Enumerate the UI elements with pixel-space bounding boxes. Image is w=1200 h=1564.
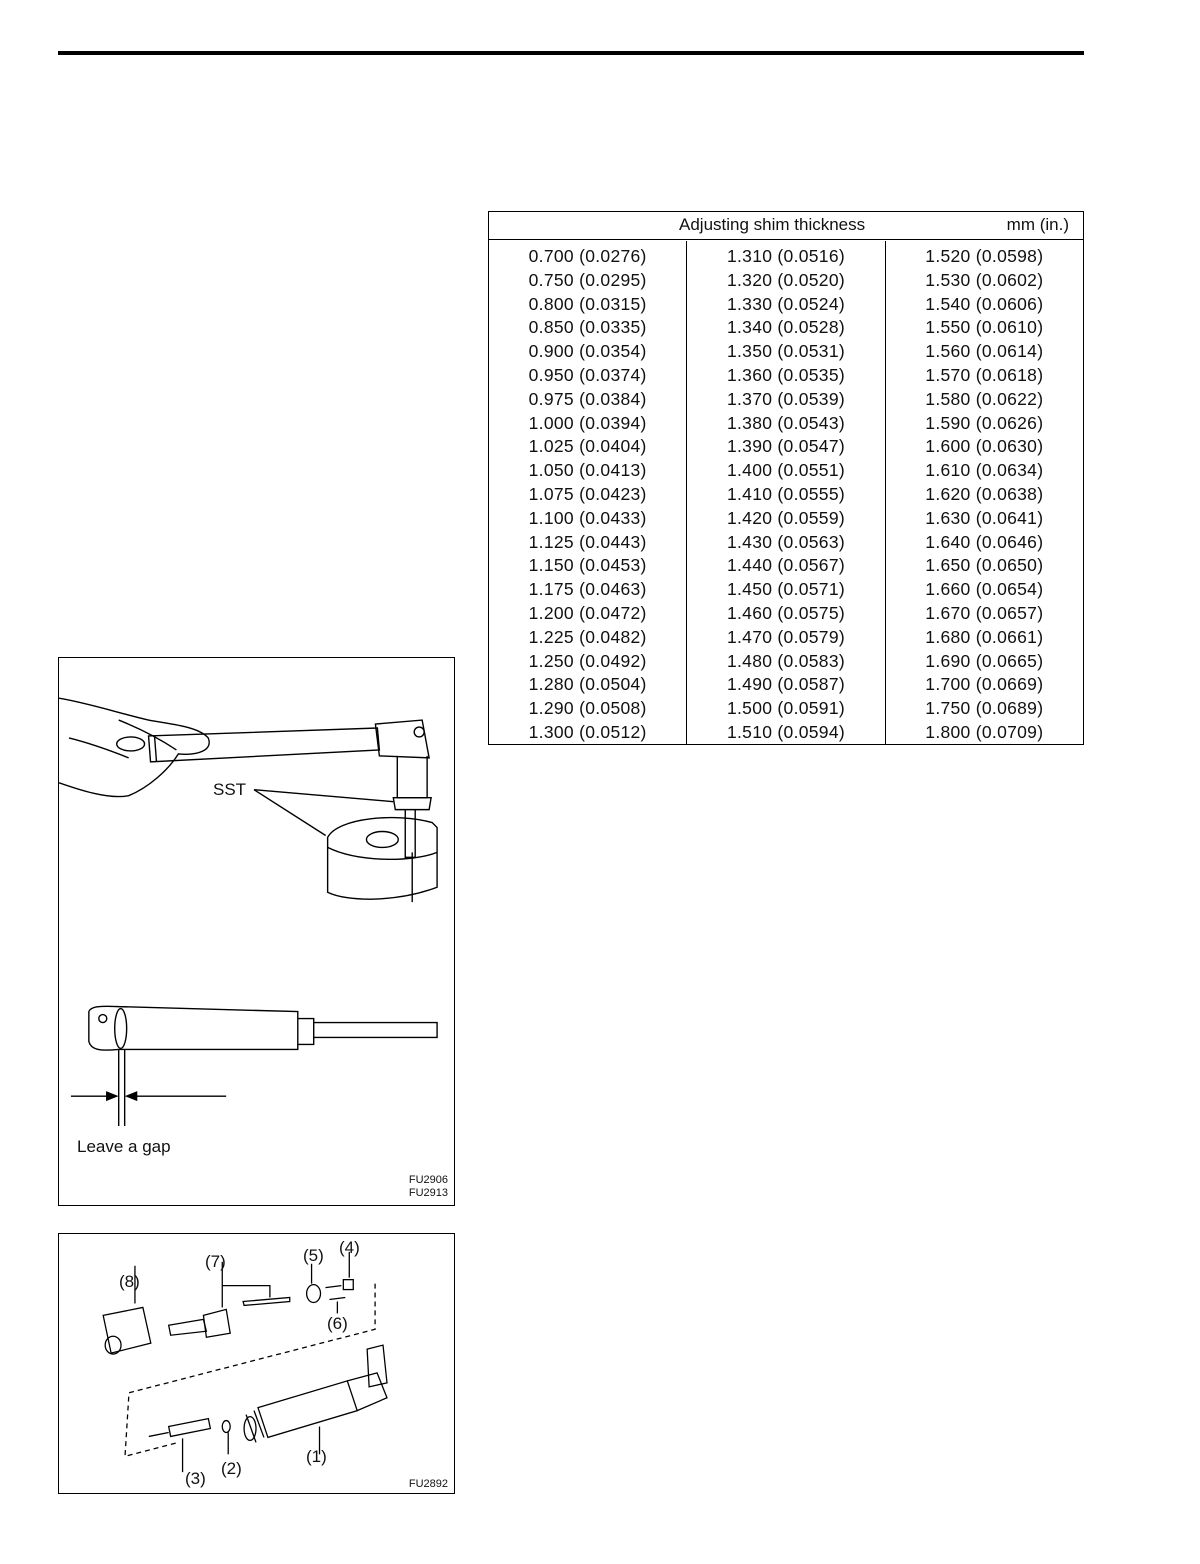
table-cell: 0.800 (0.0315) (528, 293, 647, 314)
table-body: 0.700 (0.0276) 0.750 (0.0295) 0.800 (0.031… (489, 241, 1083, 744)
table-cell: 1.200 (0.0472) (528, 602, 647, 623)
table-cell: 1.310 (0.0516) (726, 246, 846, 266)
part-label-6: (6) (327, 1314, 348, 1333)
table-column-1: 0.700 (0.0276) 0.750 (0.0295) 0.800 (0.031… (489, 241, 686, 744)
table-cell: 1.800 (0.0709) (925, 721, 1044, 742)
table-cell: 1.610 (0.0634) (925, 460, 1044, 481)
sst-label: SST (213, 780, 247, 799)
table-cell: 1.540 (0.0606) (925, 293, 1044, 314)
part-label-4: (4) (339, 1238, 360, 1257)
table-cell: 1.330 (0.0524) (726, 293, 846, 314)
table-cell: 1.100 (0.0433) (528, 507, 647, 528)
table-cell: 1.590 (0.0626) (925, 412, 1044, 433)
table-cell: 1.225 (0.0482) (528, 626, 647, 647)
table-cell: 1.480 (0.0583) (726, 650, 846, 671)
table-header: Adjusting shim thickness mm (in.) (489, 212, 1083, 240)
shim-thickness-table: Adjusting shim thickness mm (in.) 0.700 … (488, 211, 1084, 745)
table-cell: 1.640 (0.0646) (925, 531, 1044, 552)
table-cell: 1.650 (0.0650) (925, 555, 1044, 576)
table-cell: 1.550 (0.0610) (925, 317, 1044, 338)
table-unit: mm (in.) (1006, 215, 1069, 234)
part-label-5: (5) (303, 1246, 324, 1265)
table-cell: 1.370 (0.0539) (726, 388, 846, 409)
figure-sst-gap: SST Leave a gap FU2906 FU2913 (58, 657, 455, 1206)
figure-code-1: FU2906 (408, 1174, 448, 1186)
table-cell: 0.700 (0.0276) (528, 246, 647, 266)
table-cell: 1.000 (0.0394) (528, 412, 647, 433)
table-cell: 1.660 (0.0654) (925, 579, 1044, 600)
table-column-3: 1.520 (0.0598) 1.530 (0.0602) 1.540 (0.060… (884, 241, 1083, 744)
table-cell: 1.460 (0.0575) (726, 602, 846, 623)
table-cell: 1.075 (0.0423) (528, 483, 647, 504)
table-cell: 1.350 (0.0531) (726, 341, 846, 362)
table-cell: 1.150 (0.0453) (528, 555, 647, 576)
figure-code: FU2892 (408, 1478, 448, 1490)
table-cell: 1.290 (0.0508) (528, 698, 647, 719)
table-cell: 1.390 (0.0547) (726, 436, 846, 457)
table-cell: 0.975 (0.0384) (528, 388, 647, 409)
table-cell: 1.280 (0.0504) (528, 674, 647, 695)
table-cell: 1.600 (0.0630) (925, 436, 1044, 457)
table-cell: 1.050 (0.0413) (528, 460, 647, 481)
table-cell: 1.510 (0.0594) (726, 721, 846, 742)
table-cell: 1.400 (0.0551) (726, 460, 846, 481)
table-cell: 1.530 (0.0602) (925, 269, 1044, 290)
part-label-2: (2) (221, 1459, 242, 1478)
table-cell: 1.320 (0.0520) (726, 269, 846, 290)
table-cell: 1.430 (0.0563) (726, 531, 846, 552)
table-title: Adjusting shim thickness (679, 215, 866, 234)
table-cell: 1.470 (0.0579) (726, 626, 846, 647)
part-label-3: (3) (185, 1469, 206, 1488)
sst-gap-illustration (59, 697, 438, 1127)
table-cell: 0.850 (0.0335) (528, 317, 647, 338)
table-cell: 1.750 (0.0689) (925, 698, 1044, 719)
table-cell: 1.560 (0.0614) (925, 341, 1044, 362)
table-cell: 1.670 (0.0657) (925, 602, 1044, 623)
table-cell: 1.580 (0.0622) (925, 388, 1044, 409)
table-cell: 1.570 (0.0618) (925, 364, 1044, 385)
figure-code: FU2906 FU2913 (409, 1174, 448, 1200)
table-cell: 1.300 (0.0512) (528, 721, 647, 742)
table-cell: 1.025 (0.0404) (528, 436, 647, 457)
top-rule (58, 51, 1084, 55)
table-cell: 1.700 (0.0669) (925, 674, 1044, 695)
table-cell: 1.620 (0.0638) (925, 483, 1044, 504)
gap-label: Leave a gap (77, 1137, 171, 1156)
part-label-8: (8) (119, 1272, 140, 1291)
table-cell: 1.500 (0.0591) (726, 698, 846, 719)
figure-code-2: FU2913 (408, 1187, 448, 1199)
table-cell: 1.125 (0.0443) (528, 531, 647, 552)
table-cell: 1.380 (0.0543) (726, 412, 846, 433)
table-cell: 1.340 (0.0528) (726, 317, 846, 338)
table-cell: 1.440 (0.0567) (726, 555, 846, 576)
figure-exploded-nozzle: (1) (2) (3) (4) (5) (6) (7) (8) FU2892 (58, 1233, 455, 1494)
table-cell: 1.450 (0.0571) (726, 579, 846, 600)
table-cell: 0.750 (0.0295) (528, 269, 647, 290)
part-label-1: (1) (306, 1447, 327, 1466)
part-label-7: (7) (205, 1252, 226, 1271)
table-cell: 1.250 (0.0492) (528, 650, 647, 671)
table-cell: 1.420 (0.0559) (726, 507, 846, 528)
table-cell: 1.490 (0.0587) (726, 674, 846, 695)
table-cell: 1.680 (0.0661) (925, 626, 1044, 647)
table-cell: 0.900 (0.0354) (528, 341, 647, 362)
table-cell: 1.520 (0.0598) (925, 246, 1044, 266)
table-cell: 0.950 (0.0374) (528, 364, 647, 385)
table-cell: 1.630 (0.0641) (925, 507, 1044, 528)
exploded-nozzle-illustration (102, 1251, 388, 1473)
table-cell: 1.410 (0.0555) (726, 483, 846, 504)
table-cell: 1.360 (0.0535) (726, 364, 846, 385)
table-cell: 1.175 (0.0463) (528, 579, 647, 600)
table-column-2: 1.310 (0.0516) 1.320 (0.0520) 1.330 (0.052… (686, 241, 884, 744)
table-cell: 1.690 (0.0665) (925, 650, 1044, 671)
